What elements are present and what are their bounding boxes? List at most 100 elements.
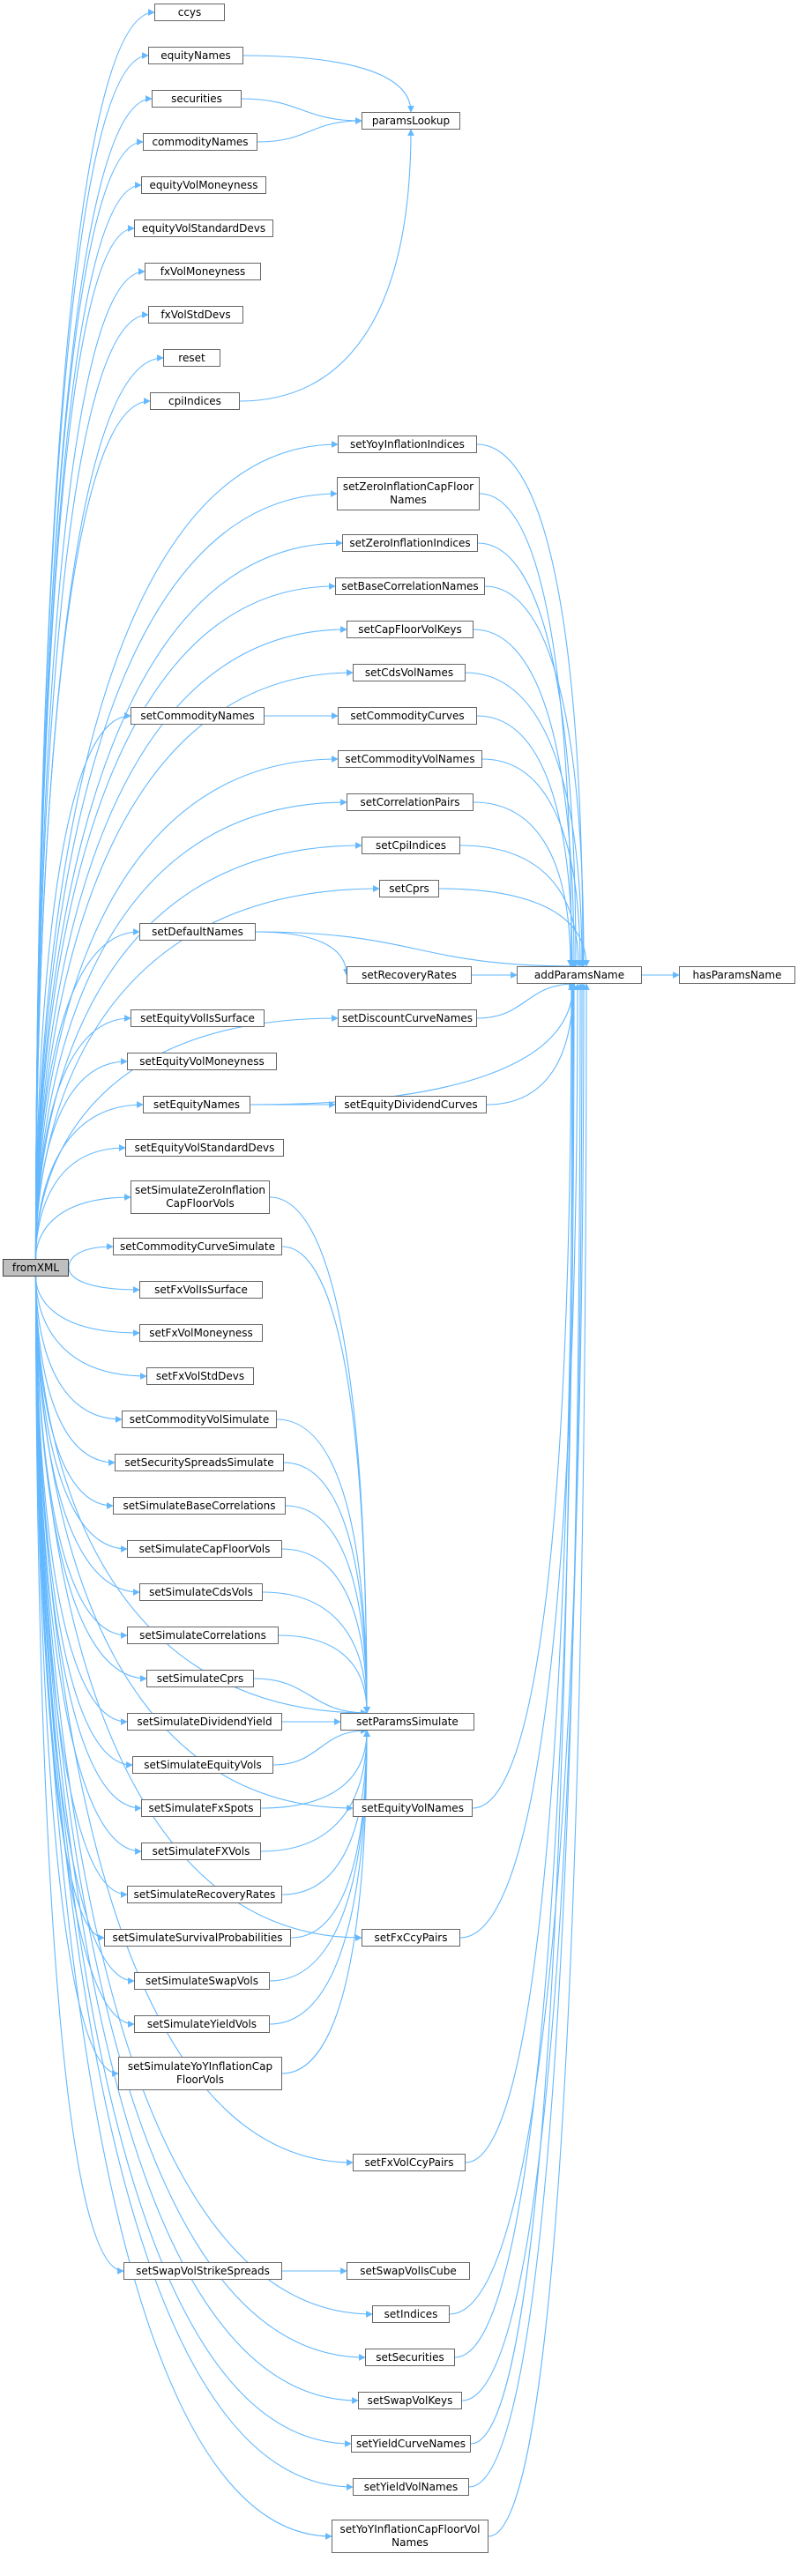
node-set-cds-vol-names[interactable]: setCdsVolNames <box>353 664 466 681</box>
node-set-yo-y-inflation-cap-floor-vol-names[interactable]: setYoYInflationCapFloorVol Names <box>332 2520 488 2553</box>
edge-from-xml-to-reset <box>34 354 164 1260</box>
node-set-zero-inflation-cap-floor-names[interactable]: setZeroInflationCapFloor Names <box>337 477 480 510</box>
node-set-equity-vol-standard-devs[interactable]: setEquityVolStandardDevs <box>125 1139 284 1157</box>
node-set-indices[interactable]: setIndices <box>372 2305 450 2323</box>
node-ccys[interactable]: ccys <box>154 4 225 21</box>
node-reset[interactable]: reset <box>163 349 220 367</box>
node-set-commodity-curves[interactable]: setCommodityCurves <box>338 707 477 725</box>
node-set-commodity-vol-simulate[interactable]: setCommodityVolSimulate <box>122 1411 277 1428</box>
node-set-swap-vol-is-cube[interactable]: setSwapVolIsCube <box>347 2262 470 2280</box>
node-set-equity-dividend-curves[interactable]: setEquityDividendCurves <box>335 1096 487 1113</box>
edge-from-xml-to-cpi-indices <box>34 398 151 1260</box>
node-set-simulate-yo-y-inflation-cap-floor-vols[interactable]: setSimulateYoYInflationCap FloorVols <box>118 2057 282 2090</box>
edge-from-xml-to-set-security-spreads-simulate <box>34 1276 116 1466</box>
node-set-cpi-indices[interactable]: setCpiIndices <box>362 837 460 854</box>
node-equity-names[interactable]: equityNames <box>148 47 243 64</box>
edge-set-simulate-swap-vols-to-set-params-simulate <box>269 1730 370 1982</box>
edge-from-xml-to-set-indices <box>34 1276 373 2318</box>
node-set-yield-vol-names[interactable]: setYieldVolNames <box>353 2478 469 2496</box>
node-equity-vol-moneyness[interactable]: equityVolMoneyness <box>141 176 266 194</box>
edge-from-xml-to-set-simulate-cds-vols <box>34 1276 140 1596</box>
node-set-simulate-cap-floor-vols[interactable]: setSimulateCapFloorVols <box>127 1540 282 1558</box>
node-set-security-spreads-simulate[interactable]: setSecuritySpreadsSimulate <box>115 1454 284 1471</box>
node-set-securities[interactable]: setSecurities <box>365 2349 455 2366</box>
node-params-lookup[interactable]: paramsLookup <box>362 112 460 130</box>
node-cpi-indices[interactable]: cpiIndices <box>150 392 240 410</box>
node-set-simulate-fx-vols[interactable]: setSimulateFXVols <box>141 1843 261 1860</box>
node-set-simulate-yield-vols[interactable]: setSimulateYieldVols <box>134 2015 270 2033</box>
node-set-fx-vol-moneyness[interactable]: setFxVolMoneyness <box>139 1324 263 1342</box>
node-set-simulate-cprs[interactable]: setSimulateCprs <box>146 1670 254 1687</box>
node-set-simulate-recovery-rates[interactable]: setSimulateRecoveryRates <box>127 1886 282 1903</box>
node-set-commodity-curve-simulate[interactable]: setCommodityCurveSimulate <box>113 1238 282 1255</box>
node-set-fx-vol-ccy-pairs[interactable]: setFxVolCcyPairs <box>353 2154 466 2171</box>
edge-set-commodity-vol-names-to-add-params-name <box>481 758 584 967</box>
edge-set-simulate-fx-spots-to-set-params-simulate <box>260 1730 370 1809</box>
node-set-simulate-equity-vols[interactable]: setSimulateEquityVols <box>132 1756 273 1774</box>
node-set-default-names[interactable]: setDefaultNames <box>139 923 256 941</box>
edge-from-xml-to-set-swap-vol-strike-spreads <box>34 1276 124 2274</box>
node-set-swap-vol-strike-spreads[interactable]: setSwapVolStrikeSpreads <box>123 2262 282 2280</box>
node-set-fx-ccy-pairs[interactable]: setFxCcyPairs <box>362 1929 460 1947</box>
node-set-simulate-cds-vols[interactable]: setSimulateCdsVols <box>139 1583 263 1601</box>
node-set-equity-vol-is-surface[interactable]: setEquityVolIsSurface <box>131 1009 265 1027</box>
edge-from-xml-to-set-commodity-curve-simulate <box>68 1243 114 1269</box>
node-has-params-name[interactable]: hasParamsName <box>679 966 795 984</box>
node-fx-vol-std-devs[interactable]: fxVolStdDevs <box>148 306 243 324</box>
edge-from-xml-to-fx-vol-std-devs <box>34 311 149 1260</box>
node-securities[interactable]: securities <box>152 90 242 108</box>
node-set-fx-vol-is-surface[interactable]: setFxVolIsSurface <box>139 1281 263 1299</box>
node-set-fx-vol-std-devs[interactable]: setFxVolStdDevs <box>146 1367 254 1385</box>
node-set-recovery-rates[interactable]: setRecoveryRates <box>347 966 472 984</box>
node-set-swap-vol-keys[interactable]: setSwapVolKeys <box>358 2392 462 2409</box>
edge-from-xml-to-set-cpi-indices <box>34 842 362 1260</box>
node-set-yoy-inflation-indices[interactable]: setYoyInflationIndices <box>338 436 477 453</box>
node-commodity-names[interactable]: commodityNames <box>143 133 257 151</box>
node-set-simulate-swap-vols[interactable]: setSimulateSwapVols <box>134 1972 270 1990</box>
edge-set-cap-floor-vol-keys-to-add-params-name <box>473 629 578 967</box>
edge-set-cprs-to-add-params-name <box>438 888 590 967</box>
edge-set-equity-dividend-curves-to-add-params-name <box>486 983 577 1106</box>
node-set-cprs[interactable]: setCprs <box>379 880 439 897</box>
edge-from-xml-to-set-fx-vol-moneyness <box>34 1276 140 1336</box>
edge-set-equity-vol-names-to-add-params-name <box>472 983 575 1809</box>
node-set-equity-vol-moneyness[interactable]: setEquityVolMoneyness <box>127 1053 277 1070</box>
node-set-simulate-correlations[interactable]: setSimulateCorrelations <box>127 1627 279 1644</box>
node-set-equity-vol-names[interactable]: setEquityVolNames <box>353 1799 473 1817</box>
edge-set-simulate-yo-y-inflation-cap-floor-vols-to-set-params-simulate <box>281 1730 370 2074</box>
edge-equity-names-to-params-lookup <box>242 55 414 113</box>
node-set-cap-floor-vol-keys[interactable]: setCapFloorVolKeys <box>347 621 474 638</box>
node-set-discount-curve-names[interactable]: setDiscountCurveNames <box>338 1009 477 1027</box>
node-set-simulate-survival-probabilities[interactable]: setSimulateSurvivalProbabilities <box>104 1929 291 1947</box>
node-set-correlation-pairs[interactable]: setCorrelationPairs <box>347 793 474 811</box>
node-set-simulate-zero-inflation-cap-floor-vols[interactable]: setSimulateZeroInflation CapFloorVols <box>131 1180 270 1214</box>
node-set-yield-curve-names[interactable]: setYieldCurveNames <box>351 2435 471 2453</box>
edge-set-zero-inflation-cap-floor-names-to-add-params-name <box>479 493 575 967</box>
edge-set-simulate-cprs-to-set-params-simulate <box>253 1678 368 1716</box>
edge-set-base-correlation-names-to-add-params-name <box>484 585 587 967</box>
edge-set-equity-names-to-add-params-name <box>250 983 577 1106</box>
node-from-xml[interactable]: fromXML <box>3 1259 69 1277</box>
edge-set-yo-y-inflation-cap-floor-vol-names-to-add-params-name <box>488 983 590 2537</box>
edge-from-xml-to-set-equity-vol-moneyness <box>34 1058 128 1260</box>
node-set-equity-names[interactable]: setEquityNames <box>143 1096 250 1113</box>
node-set-params-simulate[interactable]: setParamsSimulate <box>340 1713 474 1731</box>
node-set-simulate-base-correlations[interactable]: setSimulateBaseCorrelations <box>113 1497 286 1515</box>
edge-set-simulate-yield-vols-to-set-params-simulate <box>269 1730 370 2025</box>
node-set-commodity-vol-names[interactable]: setCommodityVolNames <box>338 750 482 768</box>
node-set-simulate-fx-spots[interactable]: setSimulateFxSpots <box>141 1799 261 1817</box>
edge-commodity-names-to-params-lookup <box>257 117 362 143</box>
node-fx-vol-moneyness[interactable]: fxVolMoneyness <box>145 263 261 280</box>
edge-set-simulate-cap-floor-vols-to-set-params-simulate <box>281 1548 370 1714</box>
node-set-zero-inflation-indices[interactable]: setZeroInflationIndices <box>342 534 478 552</box>
node-set-commodity-names[interactable]: setCommodityNames <box>131 707 265 725</box>
node-set-simulate-dividend-yield[interactable]: setSimulateDividendYield <box>127 1713 282 1731</box>
edge-from-xml-to-set-yield-vol-names <box>34 1276 354 2490</box>
edge-set-discount-curve-names-to-add-params-name <box>476 980 576 1019</box>
node-add-params-name[interactable]: addParamsName <box>517 966 642 984</box>
edge-from-xml-to-set-equity-vol-standard-devs <box>34 1144 126 1260</box>
node-set-base-correlation-names[interactable]: setBaseCorrelationNames <box>335 577 485 595</box>
edge-set-zero-inflation-indices-to-add-params-name <box>477 542 579 967</box>
node-equity-vol-standard-devs[interactable]: equityVolStandardDevs <box>134 220 273 237</box>
